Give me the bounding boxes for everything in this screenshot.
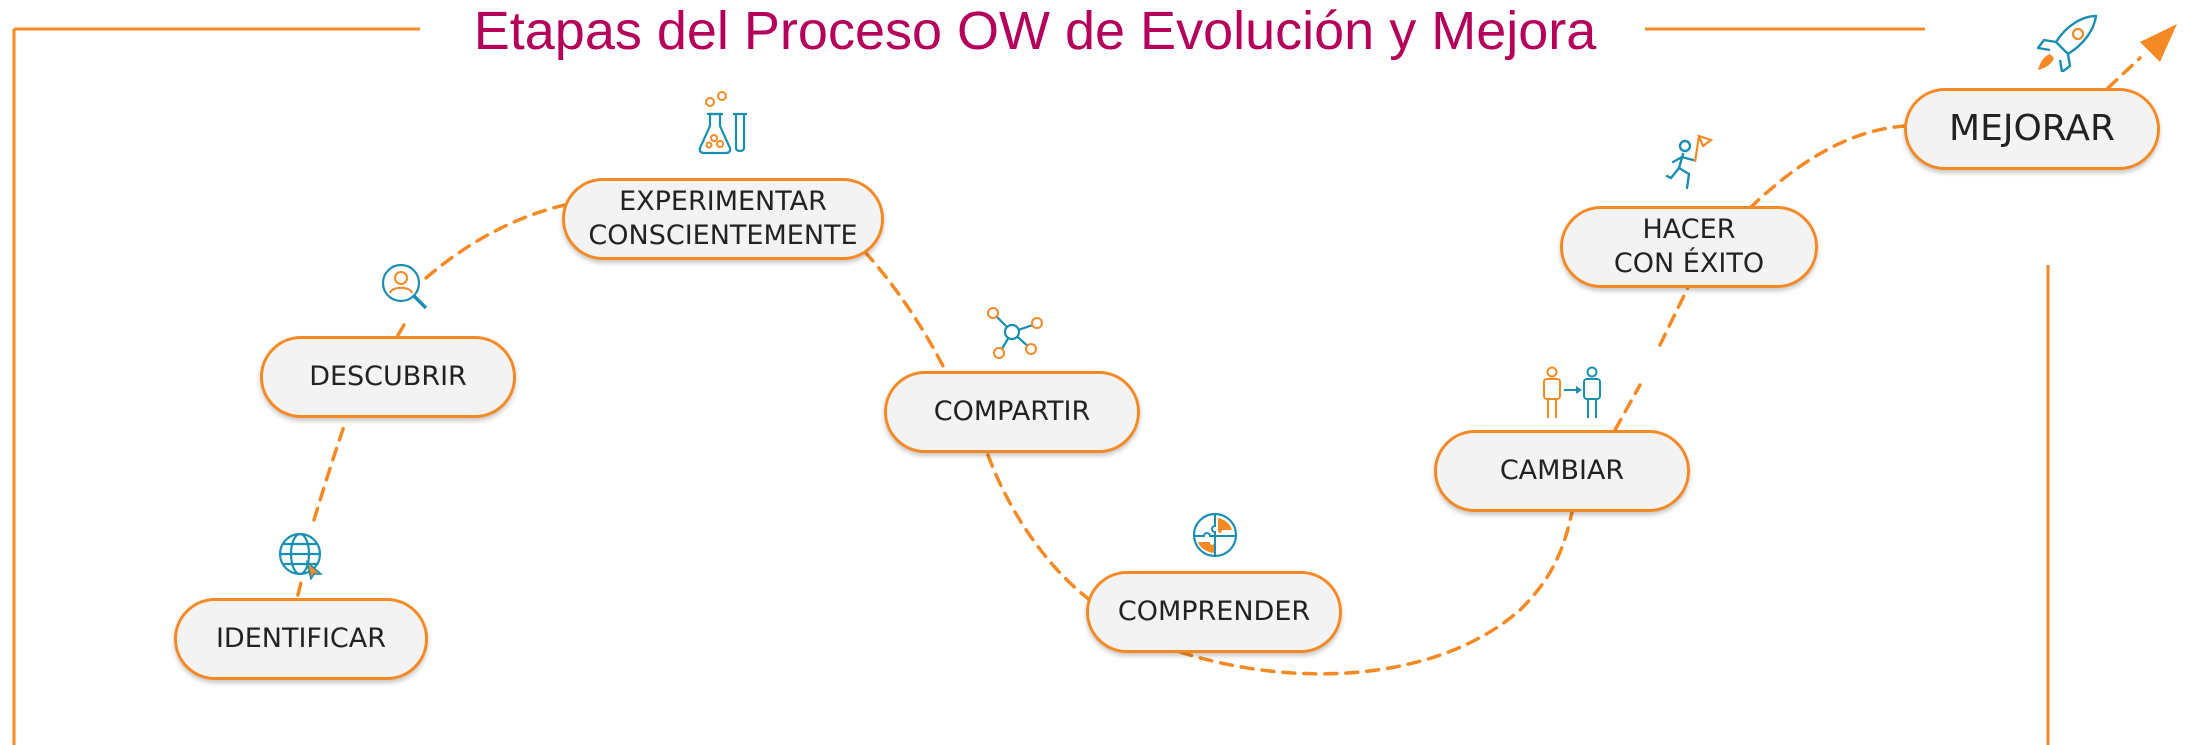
connector-cambiar-hacer-upper xyxy=(1658,285,1690,347)
connector-compartir-comprender xyxy=(986,453,1092,602)
arrow-head xyxy=(2140,24,2177,62)
connector-identificar-descubrir xyxy=(296,576,304,597)
stage-compartir[interactable]: COMPARTIR xyxy=(884,371,1140,453)
stage-mejorar-label: MEJORAR xyxy=(1949,108,2115,149)
stage-identificar[interactable]: IDENTIFICAR xyxy=(174,598,428,680)
stage-cambiar[interactable]: CAMBIAR xyxy=(1434,430,1690,512)
rocket-icon xyxy=(2036,14,2098,72)
stage-experimentar-label-line1: EXPERIMENTAR xyxy=(619,186,827,217)
people-exchange-icon xyxy=(1543,366,1601,418)
stage-descubrir[interactable]: DESCUBRIR xyxy=(260,336,516,418)
stage-experimentar-label-line2: CONSCIENTEMENTE xyxy=(588,220,858,251)
connector-hacer-mejorar xyxy=(1748,124,1907,210)
network-share-icon xyxy=(987,307,1043,359)
stage-comprender-label: COMPRENDER xyxy=(1117,596,1311,627)
connector-cambiar-hacer xyxy=(1613,383,1642,432)
runner-flag-icon xyxy=(1665,134,1713,190)
stage-cambiar-label: CAMBIAR xyxy=(1499,455,1625,486)
stage-hacer[interactable]: HACER CON ÉXITO xyxy=(1560,206,1818,288)
stage-identificar-label: IDENTIFICAR xyxy=(215,623,387,654)
stage-hacer-label-line1: HACER xyxy=(1642,214,1736,245)
stage-hacer-label-line2: CON ÉXITO xyxy=(1613,248,1765,279)
connector-mejorar-arrow xyxy=(2106,56,2142,90)
globe-cursor-icon xyxy=(278,532,324,580)
connector-experimentar-compartir xyxy=(863,250,947,372)
connector-comprender-cambiar xyxy=(1178,510,1574,676)
stage-descubrir-label: DESCUBRIR xyxy=(309,361,467,392)
connector-identificar-descubrir-upper xyxy=(312,418,348,522)
stage-compartir-label: COMPARTIR xyxy=(933,396,1091,427)
magnifier-person-icon xyxy=(381,263,428,310)
stage-experimentar[interactable]: EXPERIMENTAR CONSCIENTEMENTE xyxy=(562,178,884,260)
flask-test-tube-icon xyxy=(698,91,747,155)
connector-descubrir-experimentar-upper xyxy=(424,203,567,280)
connector-descubrir-experimentar xyxy=(396,323,406,337)
puzzle-globe-icon xyxy=(1192,512,1238,558)
stage-mejorar[interactable]: MEJORAR xyxy=(1904,88,2160,170)
page-title: Etapas del Proceso OW de Evolución y Mej… xyxy=(473,1,1597,61)
stage-comprender[interactable]: COMPRENDER xyxy=(1086,571,1342,653)
